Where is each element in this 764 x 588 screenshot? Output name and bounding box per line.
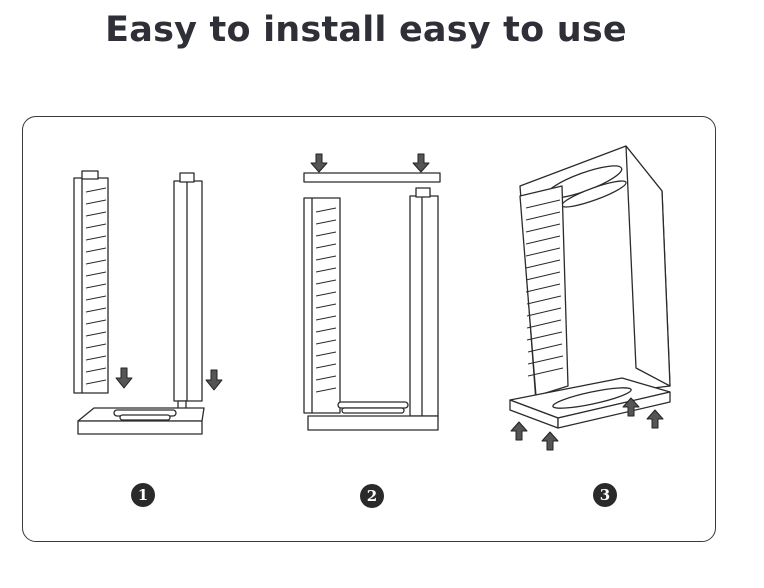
down-arrow-icon — [310, 153, 328, 173]
base-tray — [77, 407, 205, 435]
down-arrow-icon — [412, 153, 430, 173]
step-badge-1: 1 — [131, 483, 155, 507]
down-arrow-icon — [205, 369, 223, 391]
step-2-drawing — [303, 153, 441, 431]
up-arrow-icon — [646, 409, 664, 429]
down-arrow-icon — [115, 367, 133, 389]
instruction-panel — [22, 116, 716, 542]
top-cap — [303, 172, 441, 183]
installation-illustration — [73, 145, 671, 451]
up-arrow-icon — [510, 421, 528, 441]
step-3-drawing — [509, 145, 671, 451]
up-arrow-icon — [622, 397, 640, 417]
right-plain-pillar — [173, 172, 203, 410]
step-badge-3: 3 — [593, 483, 617, 507]
up-arrow-icon — [541, 431, 559, 451]
step-badge-2: 2 — [360, 484, 384, 508]
left-slotted-pillar — [73, 170, 109, 394]
step-1-drawing — [73, 170, 223, 435]
page-title: Easy to install easy to use — [105, 10, 627, 50]
